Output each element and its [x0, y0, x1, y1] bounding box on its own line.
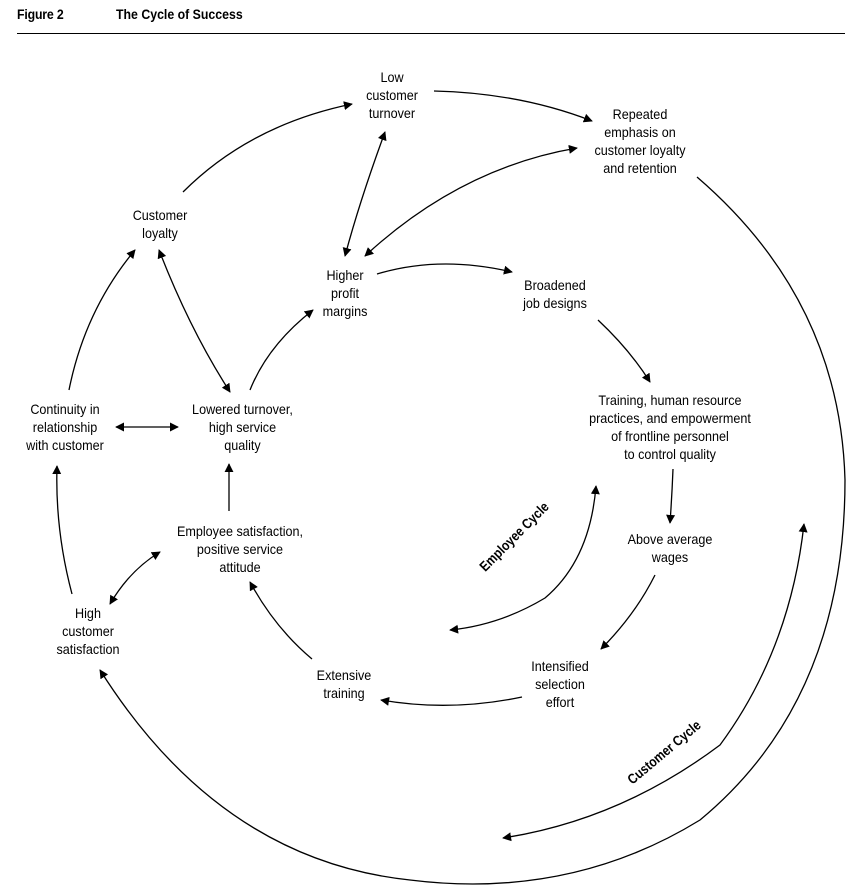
node-higher-profit-margins: Higher profit margins [322, 267, 368, 319]
node-high-customer-satisfaction: High customer satisfaction [56, 605, 120, 657]
arrow-employee-cycle [449, 485, 600, 634]
node-continuity: Continuity in relationship with customer [26, 401, 104, 453]
arrow-low-turnover-higher-profit [342, 131, 387, 257]
arrow-wages-to-selection [600, 574, 656, 650]
arrow-training-to-wages [666, 468, 676, 524]
arrow-satisfaction-employee-satisfaction [109, 551, 161, 605]
figure-title: The Cycle of Success [116, 6, 243, 22]
node-above-average-wages: Above average wages [627, 531, 713, 565]
figure-label: Figure 2 [17, 6, 64, 22]
arrow-customer-cycle [502, 523, 808, 842]
node-training-hr: Training, human resource practices, and … [589, 392, 751, 462]
node-repeated-emphasis: Repeated emphasis on customer loyalty an… [594, 106, 686, 176]
arrow-higher-profit-to-broadened [376, 263, 513, 275]
arrow-satisfaction-to-continuity [52, 465, 73, 595]
node-lowered-turnover: Lowered turnover, high service quality [192, 401, 293, 453]
arrow-continuity-to-loyalty [68, 249, 136, 391]
node-low-customer-turnover: Low customer turnover [366, 69, 418, 121]
node-customer-loyalty: Customer loyalty [132, 207, 188, 241]
arrow-loyalty-lowered-turnover [157, 249, 231, 393]
arrow-selection-to-training [380, 696, 523, 706]
node-intensified-selection: Intensified selection effort [531, 658, 589, 710]
arrow-higher-profit-repeated [364, 144, 578, 257]
arrow-training-to-employee-satisfaction [249, 581, 313, 660]
arrow-broadened-to-training [597, 319, 651, 383]
arrow-lowered-turnover-to-higher-profit [249, 309, 314, 391]
node-employee-satisfaction: Employee satisfaction, positive service … [176, 523, 304, 575]
node-broadened-job-designs: Broadened job designs [523, 277, 587, 311]
node-extensive-training: Extensive training [316, 667, 372, 701]
arrow-low-turnover-to-repeated [433, 90, 593, 123]
header-rule [17, 33, 845, 34]
arrow-loyalty-to-low-turnover [182, 101, 353, 193]
